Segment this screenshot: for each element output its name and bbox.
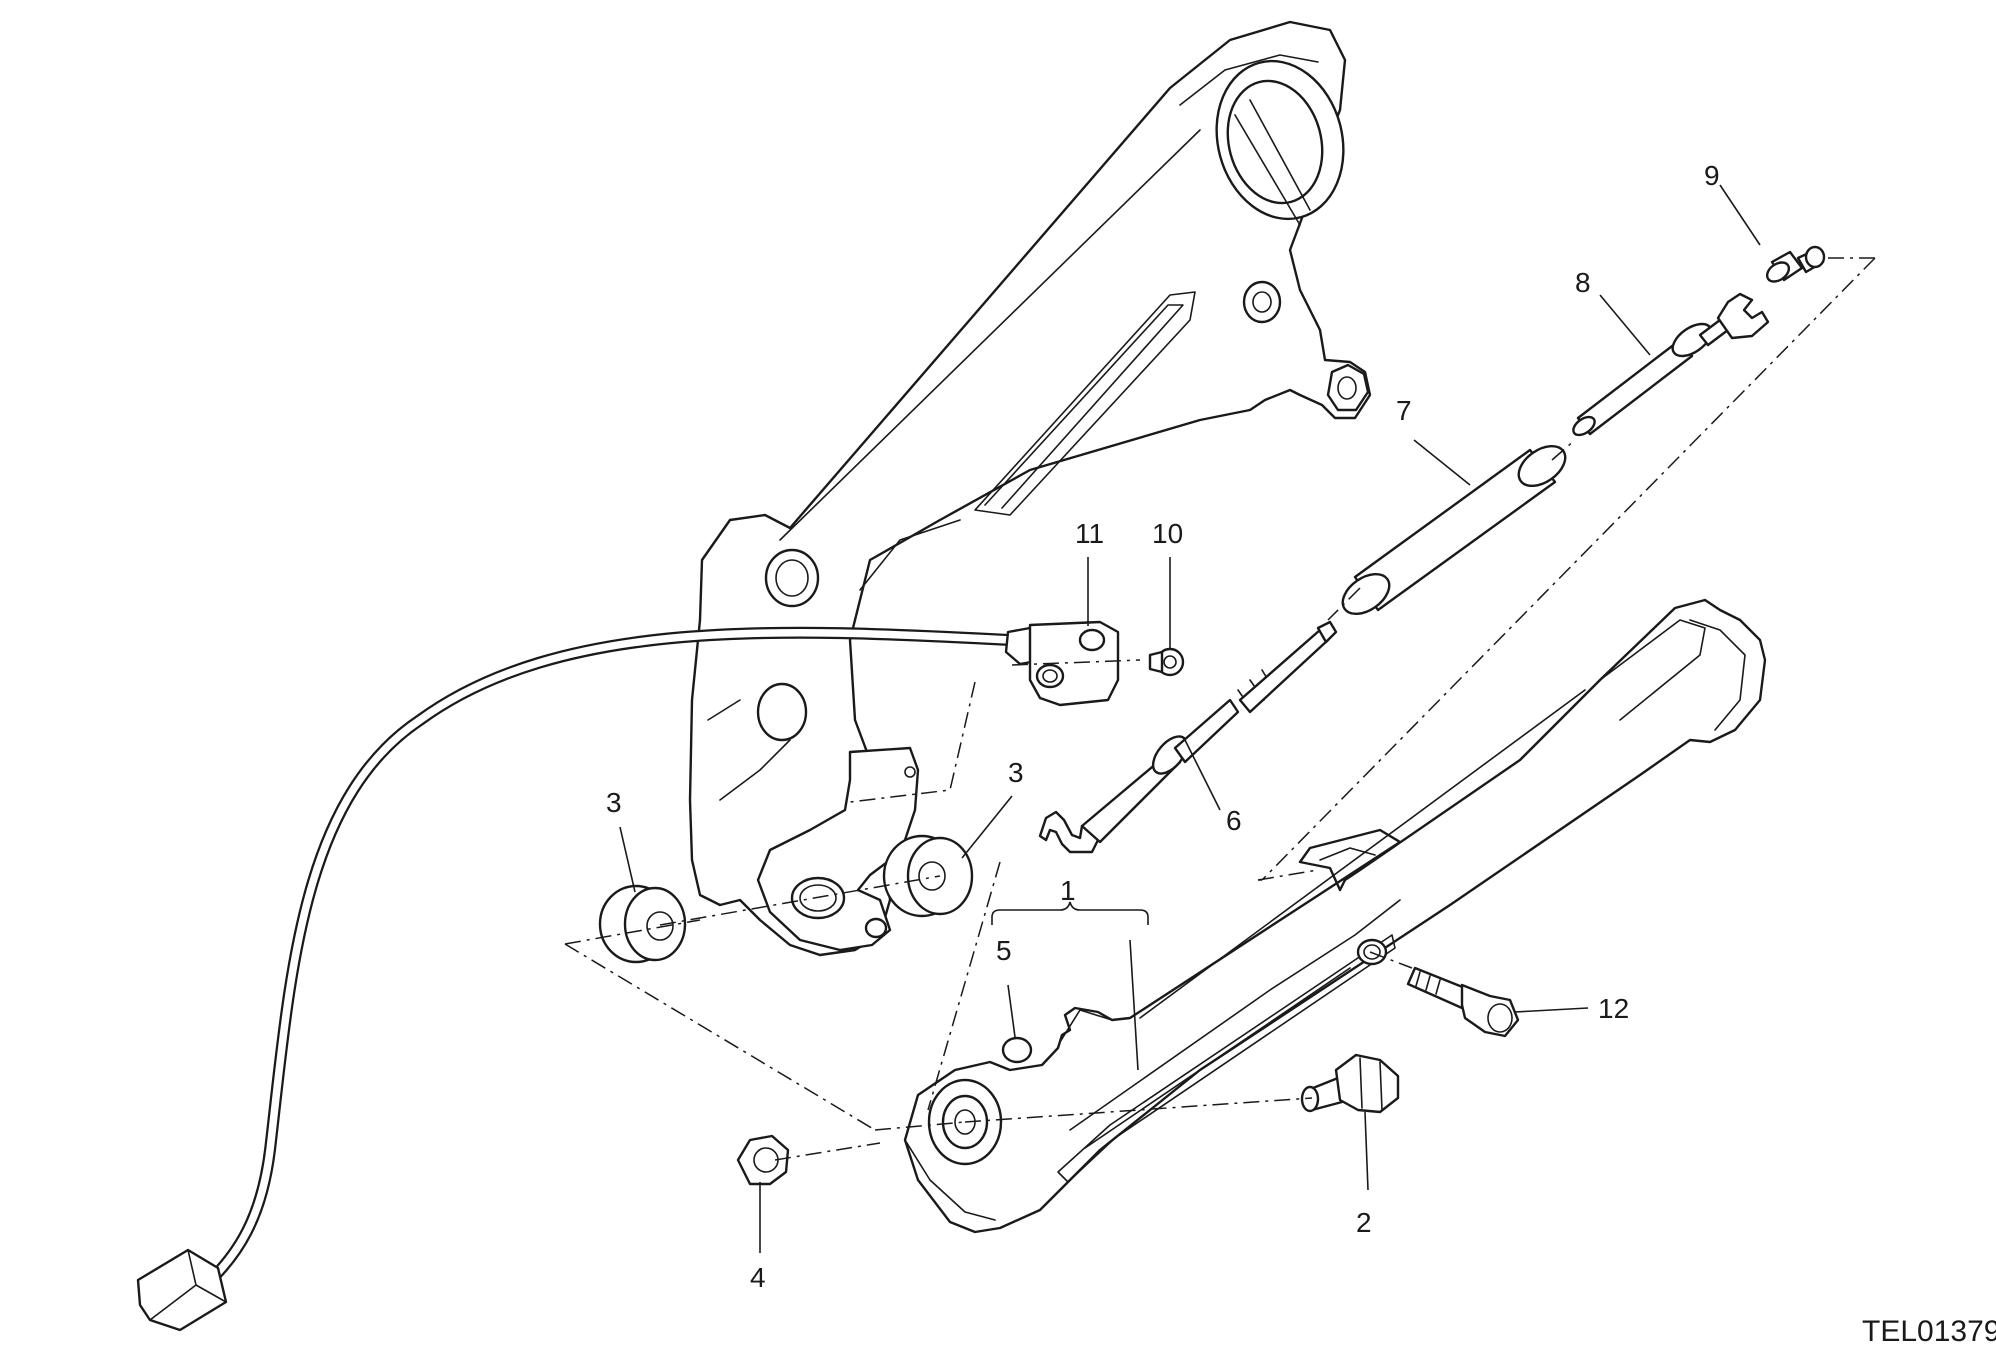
pivot-bolt <box>1300 1053 1400 1114</box>
pin-sleeve <box>1341 444 1567 616</box>
washer-right <box>882 834 974 918</box>
callout-7: 7 <box>1396 395 1412 426</box>
spring-hook-rod <box>1038 620 1338 854</box>
callout-9: 9 <box>1704 160 1720 191</box>
sensor-screw <box>1148 647 1185 677</box>
callout-4: 4 <box>750 1262 766 1293</box>
callout-3-right: 3 <box>1008 757 1024 788</box>
callout-8: 8 <box>1575 267 1591 298</box>
callout-6: 6 <box>1226 805 1242 836</box>
assembly-axes <box>564 257 1876 1161</box>
drawing-code: TEL01379 <box>1862 1315 1996 1348</box>
cable-connector <box>136 1248 228 1332</box>
sensor-cable <box>194 626 1016 1296</box>
pivot-nut <box>736 1134 790 1186</box>
callout-leaders <box>619 184 1761 1253</box>
pin-hook-rod <box>1572 292 1770 437</box>
sensor-plate-screw <box>1406 966 1520 1038</box>
washer-left <box>598 884 687 964</box>
pin-cap <box>1765 245 1826 283</box>
callout-11: 11 <box>1075 518 1104 549</box>
callout-5: 5 <box>996 935 1012 966</box>
side-stand <box>903 598 1767 1234</box>
frame-bracket <box>688 20 1372 957</box>
callout-12: 12 <box>1598 993 1629 1024</box>
side-stand-sensor <box>1004 620 1120 707</box>
callout-3-left: 3 <box>606 787 622 818</box>
callout-labels: 1 2 3 3 4 5 6 7 8 9 10 11 12 <box>606 160 1720 1293</box>
callout-2: 2 <box>1356 1207 1372 1238</box>
callout-10: 10 <box>1152 518 1183 549</box>
rubber-stop <box>1001 1036 1033 1064</box>
callout-1: 1 <box>1060 875 1076 906</box>
